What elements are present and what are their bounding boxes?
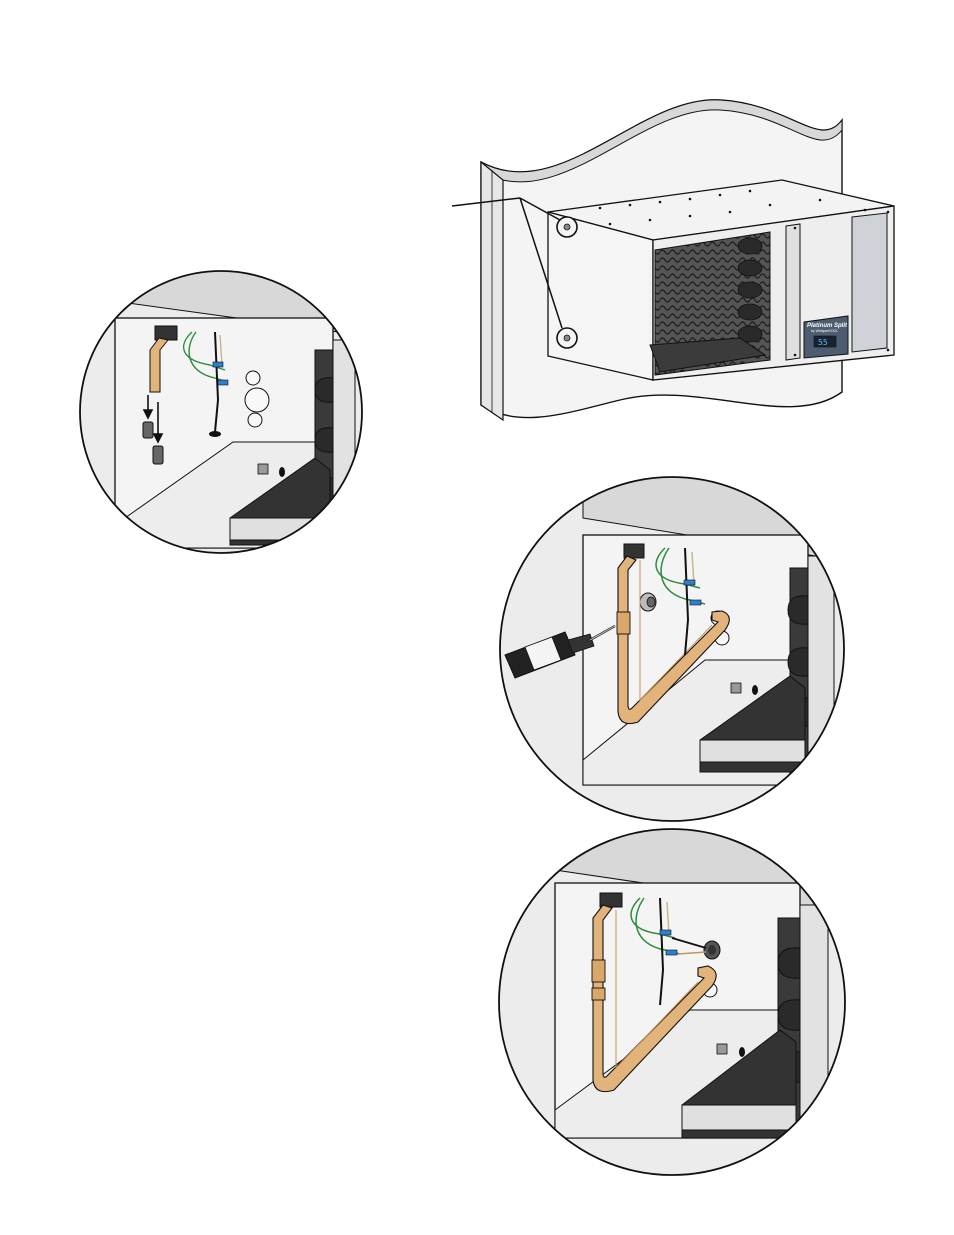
side-grille bbox=[852, 213, 887, 352]
service-fitting bbox=[640, 593, 656, 611]
mounting-screw-bottom-callout bbox=[557, 328, 577, 348]
overview-unit-illustration: Platinum Split by WhisperKOOL 55 bbox=[452, 100, 894, 420]
display-reading: 55 bbox=[818, 338, 828, 347]
cap-1 bbox=[143, 422, 153, 438]
brand-sublabel: by WhisperKOOL bbox=[811, 329, 838, 333]
control-panel: Platinum Split by WhisperKOOL 55 bbox=[804, 316, 848, 358]
cap-2 bbox=[153, 446, 163, 464]
detail-view-completed-connection bbox=[495, 825, 855, 1180]
detail-view-remove-caps bbox=[70, 260, 370, 560]
wire-grommet bbox=[704, 941, 720, 959]
